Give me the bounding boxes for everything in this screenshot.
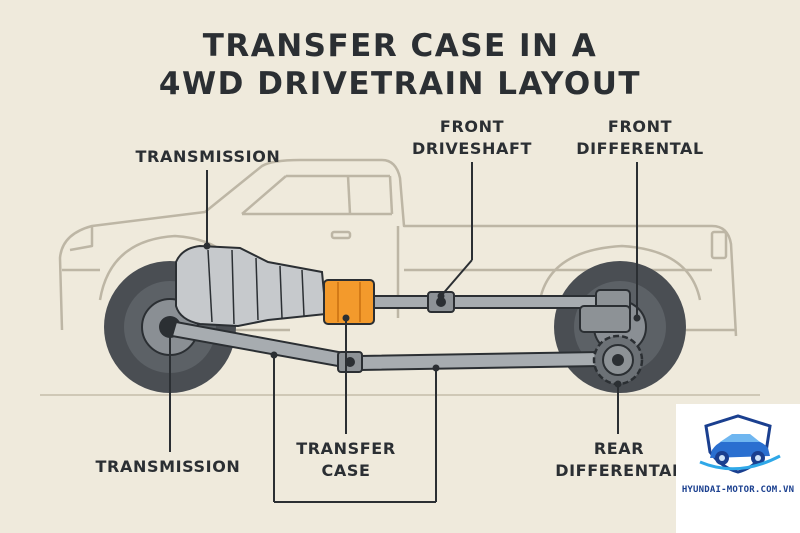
label-front-driveshaft-line1: FRONT [439, 117, 505, 136]
label-front-differential-line2: DIFFERENTAL [576, 139, 704, 158]
label-rear-differential-line2: DIFFERENTAL [555, 461, 683, 480]
diagram-title-line2: 4WD DRIVETRAIN LAYOUT [158, 66, 642, 102]
label-front-differential: FRONT DIFFERENTAL [566, 116, 714, 160]
rear-differential-gear [592, 334, 644, 386]
label-transfer-case-line2: CASE [321, 461, 371, 480]
truck-outline [58, 158, 738, 337]
label-rear-differential-line1: REAR [593, 439, 645, 458]
leader-lines [169, 162, 638, 503]
transfer-case-shape [323, 279, 375, 325]
label-front-driveshaft-line2: DRIVESHAFT [411, 139, 532, 158]
label-rear-differential: REAR DIFFERENTAL [552, 438, 686, 482]
front-differential-shape [579, 305, 631, 333]
label-front-differential-line1: FRONT [607, 117, 673, 136]
label-transfer-case: TRANSFER CASE [286, 438, 406, 482]
label-transfer-case-line1: TRANSFER [296, 439, 396, 458]
leader-dots [166, 242, 641, 388]
label-transmission-top: TRANSMISSION [135, 147, 281, 166]
brand-site-text: HYUNDAI-MOTOR.COM.VN [681, 485, 795, 495]
label-front-driveshaft: FRONT DRIVESHAFT [404, 116, 540, 160]
label-transmission-bottom: TRANSMISSION [95, 457, 241, 476]
transmission-shape [175, 244, 328, 328]
brand-watermark: HYUNDAI-MOTOR.COM.VN [676, 404, 800, 533]
diagram-title-line1: TRANSFER CASE IN A [202, 28, 598, 64]
brand-logo-icon [699, 414, 781, 474]
